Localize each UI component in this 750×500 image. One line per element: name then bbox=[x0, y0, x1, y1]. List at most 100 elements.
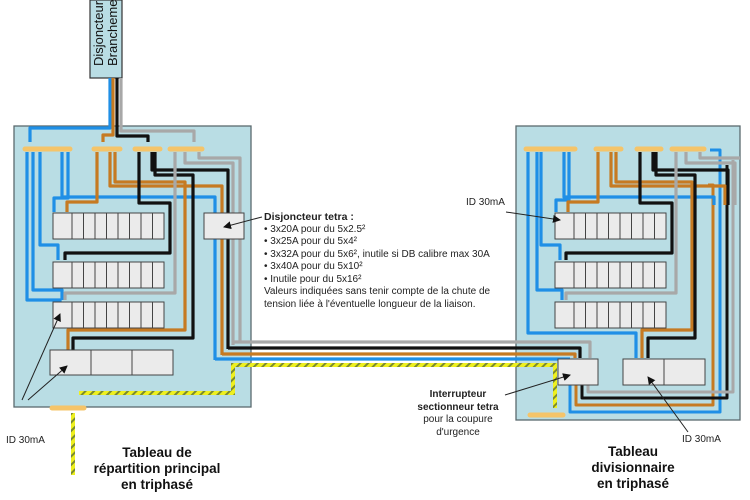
sub-rcd-label-bottom: ID 30mA bbox=[682, 434, 721, 445]
main-title-line1: Tableau de bbox=[122, 445, 192, 460]
wire-phase3 bbox=[684, 152, 737, 205]
wire-phase3 bbox=[197, 152, 242, 342]
wire-neutral bbox=[535, 152, 564, 300]
breaker-module bbox=[596, 301, 609, 329]
busbars-main bbox=[22, 146, 205, 411]
link-wire-phase3 bbox=[233, 340, 592, 358]
breaker-module bbox=[573, 261, 586, 289]
breaker-module bbox=[596, 261, 609, 289]
switch-label-line1: Interrupteur bbox=[429, 389, 487, 400]
sub-rcd-label-top: ID 30mA bbox=[466, 197, 505, 208]
wire-phase2 bbox=[71, 152, 195, 350]
breaker-module bbox=[619, 212, 632, 240]
pointer-tetra-breaker bbox=[223, 216, 263, 230]
breaker-module bbox=[106, 261, 119, 289]
breaker-module bbox=[117, 301, 130, 329]
breaker-module bbox=[83, 212, 96, 240]
switch-label-line2: sectionneur tetra bbox=[417, 401, 499, 413]
note-footnote-line2: tension liée à l'éventuelle longueur de … bbox=[264, 298, 476, 310]
wire-phase2-supply bbox=[115, 78, 150, 142]
wire-phase3 bbox=[183, 152, 235, 345]
breaker-module bbox=[152, 261, 165, 289]
breaker-module bbox=[608, 301, 621, 329]
breaker-module bbox=[83, 261, 96, 289]
note-heading: Disjoncteur tetra : bbox=[264, 211, 354, 223]
breaker-module bbox=[585, 301, 598, 329]
rcd-module bbox=[90, 349, 133, 376]
breaker-module bbox=[117, 212, 130, 240]
tetra-breaker-note: Disjoncteur tetra : 3x20A pour du 5x2.5²… bbox=[264, 211, 524, 311]
note-footnote-line1: Valeurs indiquées sans tenir compte de l… bbox=[264, 286, 491, 297]
breaker-module bbox=[152, 212, 165, 240]
wire-neutral bbox=[526, 152, 638, 358]
sub-panel-title: Tableau divisionnaire en triphasé bbox=[578, 444, 688, 492]
rcd-module bbox=[663, 358, 706, 386]
breaker-row bbox=[52, 261, 165, 289]
breaker-row bbox=[554, 261, 667, 289]
link-wire-phase2 bbox=[228, 346, 582, 358]
sub-title-line2: divisionnaire bbox=[591, 460, 675, 475]
main-rcd-row bbox=[49, 349, 174, 376]
breaker-module bbox=[573, 212, 586, 240]
supply-breaker-label: Disjoncteur Branchement bbox=[90, 0, 122, 78]
wire-phase2 bbox=[150, 152, 230, 349]
wire-phase1-supply bbox=[101, 78, 115, 142]
wire-phase3-supply bbox=[119, 78, 196, 142]
breaker-module bbox=[554, 261, 575, 289]
breaker-module bbox=[642, 301, 655, 329]
main-breaker-rows bbox=[52, 212, 165, 329]
busbars-sub bbox=[523, 146, 707, 418]
wire-phase1 bbox=[65, 152, 99, 212]
breaker-module bbox=[608, 212, 621, 240]
main-rcd-label: ID 30mA bbox=[6, 435, 45, 446]
breaker-module bbox=[94, 212, 107, 240]
breaker-module bbox=[573, 301, 586, 329]
breaker-module bbox=[106, 301, 119, 329]
sub-rcd-row bbox=[622, 358, 706, 386]
breaker-row bbox=[554, 301, 667, 329]
wire-phase3 bbox=[586, 160, 735, 394]
breaker-module bbox=[94, 261, 107, 289]
breaker-module bbox=[654, 212, 667, 240]
breaker-module bbox=[71, 212, 84, 240]
note-item: Inutile pour du 5x16² bbox=[264, 274, 524, 287]
wire-phase1 bbox=[614, 152, 694, 358]
breaker-module bbox=[642, 261, 655, 289]
breaker-module bbox=[554, 212, 575, 240]
breaker-module bbox=[152, 301, 165, 329]
wire-neutral bbox=[554, 152, 571, 212]
breaker-module bbox=[129, 301, 142, 329]
tetra-breaker bbox=[203, 212, 245, 240]
note-item: 3x40A pour du 5x10² bbox=[264, 261, 524, 274]
wire-neutral bbox=[38, 152, 60, 260]
sub-breaker-rows bbox=[554, 212, 667, 329]
breaker-module bbox=[654, 261, 667, 289]
breaker-module bbox=[608, 261, 621, 289]
wire-neutral bbox=[539, 152, 562, 260]
breaker-module bbox=[596, 212, 609, 240]
rcd-module bbox=[131, 349, 174, 376]
main-title-line3: en triphasé bbox=[120, 477, 194, 492]
breaker-module bbox=[129, 261, 142, 289]
breaker-module bbox=[71, 301, 84, 329]
wire-phase2 bbox=[564, 152, 674, 260]
breaker-module bbox=[52, 261, 73, 289]
rcd-module bbox=[554, 301, 575, 329]
pointer-rcd-main-2 bbox=[27, 365, 68, 401]
main-title-line2: répartition principal bbox=[93, 461, 221, 476]
switch-label-line3: pour la coupure bbox=[423, 414, 493, 425]
wire-phase2 bbox=[646, 152, 697, 358]
breaker-module bbox=[94, 301, 107, 329]
breaker-row bbox=[52, 301, 165, 329]
wire-neutral bbox=[52, 152, 70, 212]
breaker-module bbox=[83, 301, 96, 329]
wire-phase2 bbox=[63, 152, 172, 260]
breaker-module bbox=[631, 261, 644, 289]
isolating-switch bbox=[557, 358, 599, 386]
pointer-rcd-main-1 bbox=[21, 313, 61, 401]
breaker-row bbox=[554, 212, 667, 240]
breaker-module bbox=[631, 301, 644, 329]
breaker-module bbox=[71, 261, 84, 289]
wire-phase1 bbox=[566, 152, 600, 212]
